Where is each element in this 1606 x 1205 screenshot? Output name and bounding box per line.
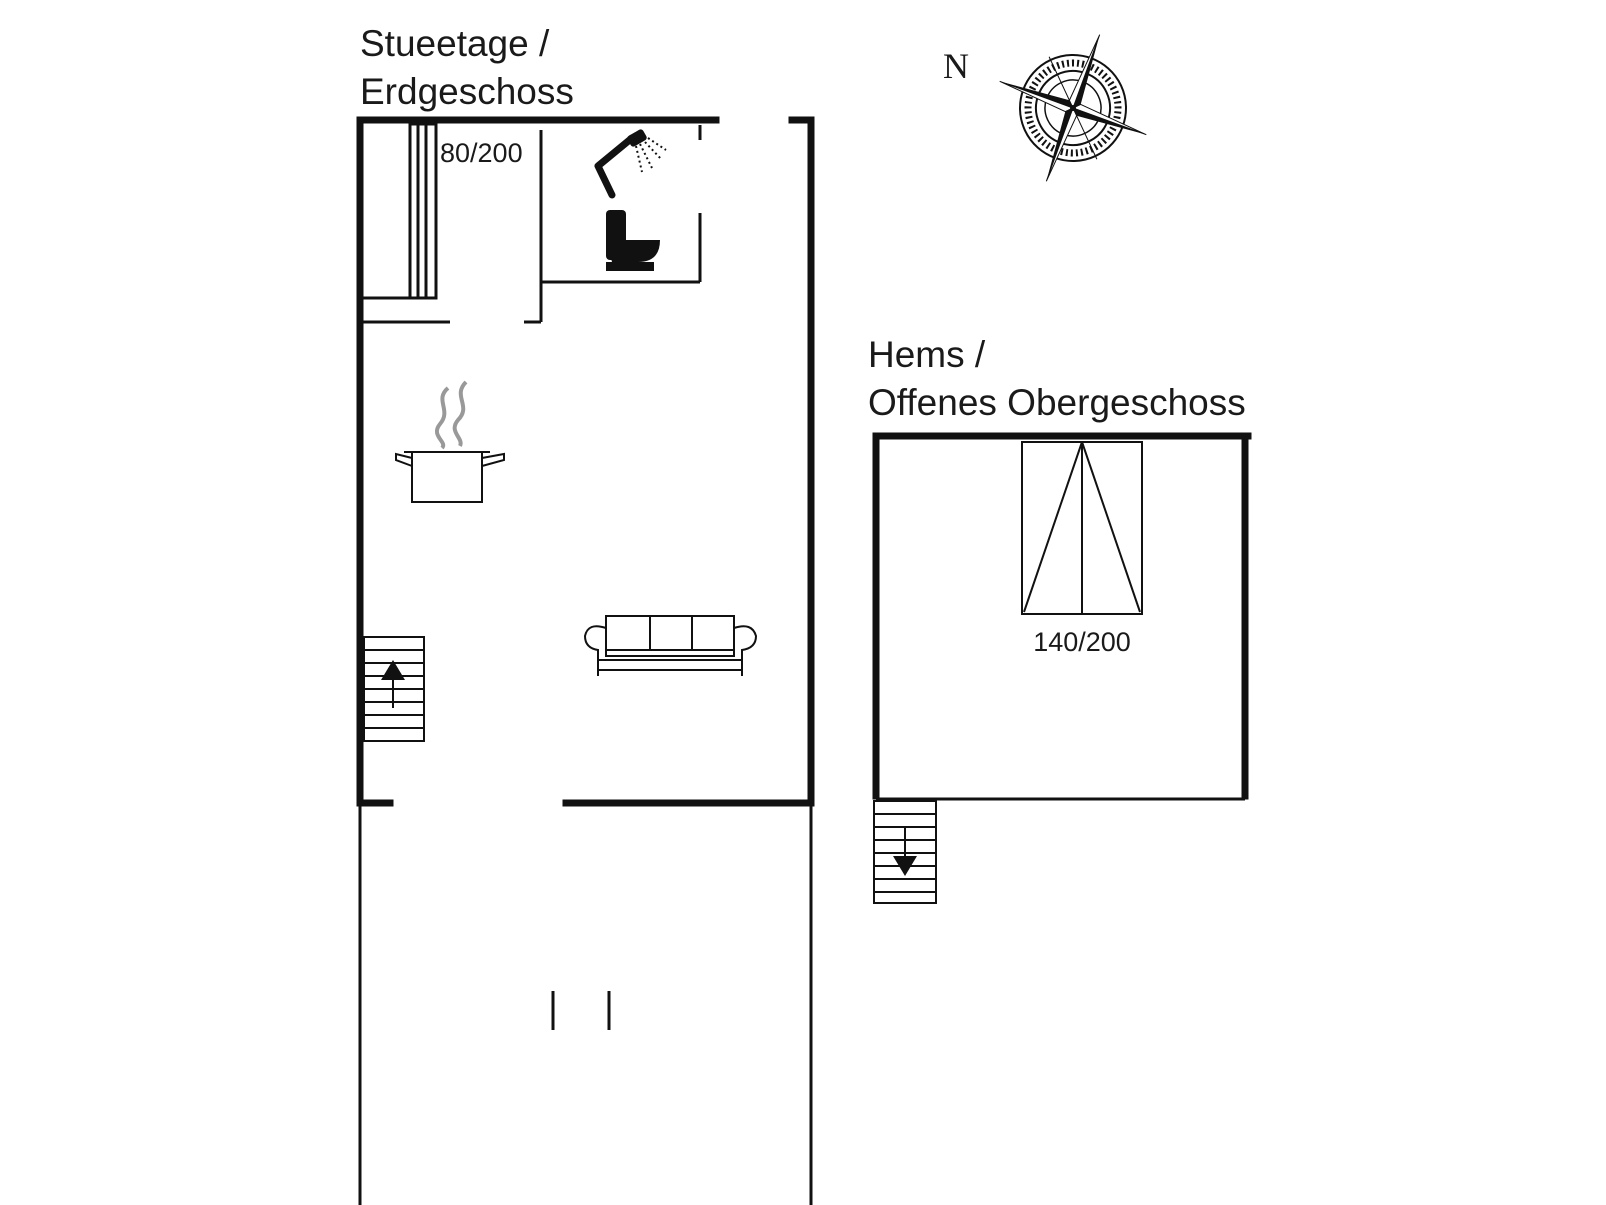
shower-icon (594, 129, 667, 199)
bedroom-walls (360, 125, 702, 324)
compass-rose-icon (999, 34, 1147, 182)
north-label: N (943, 46, 969, 86)
stairs-down-icon (873, 800, 937, 904)
loft-bed-size: 140/200 (1033, 627, 1131, 657)
loft-walls (872, 432, 1252, 801)
ground-floor-title-line2: Erdgeschoss (360, 71, 574, 112)
loft-title-line2: Offenes Obergeschoss (868, 382, 1246, 423)
double-bed-icon (1021, 441, 1143, 615)
bunk-bed-icon (408, 122, 438, 300)
sofa-icon (583, 615, 758, 676)
ground-floor-title-line1: Stueetage / (360, 23, 550, 64)
bedroom-bed-size: 80/200 (440, 138, 523, 168)
terrace-area (358, 803, 813, 1205)
toilet-icon (606, 210, 660, 271)
stairs-up-icon (363, 636, 425, 742)
loft-title-line1: Hems / (868, 334, 986, 375)
kitchen-pot-icon (395, 380, 505, 503)
ground-floor-walls (356, 116, 815, 807)
